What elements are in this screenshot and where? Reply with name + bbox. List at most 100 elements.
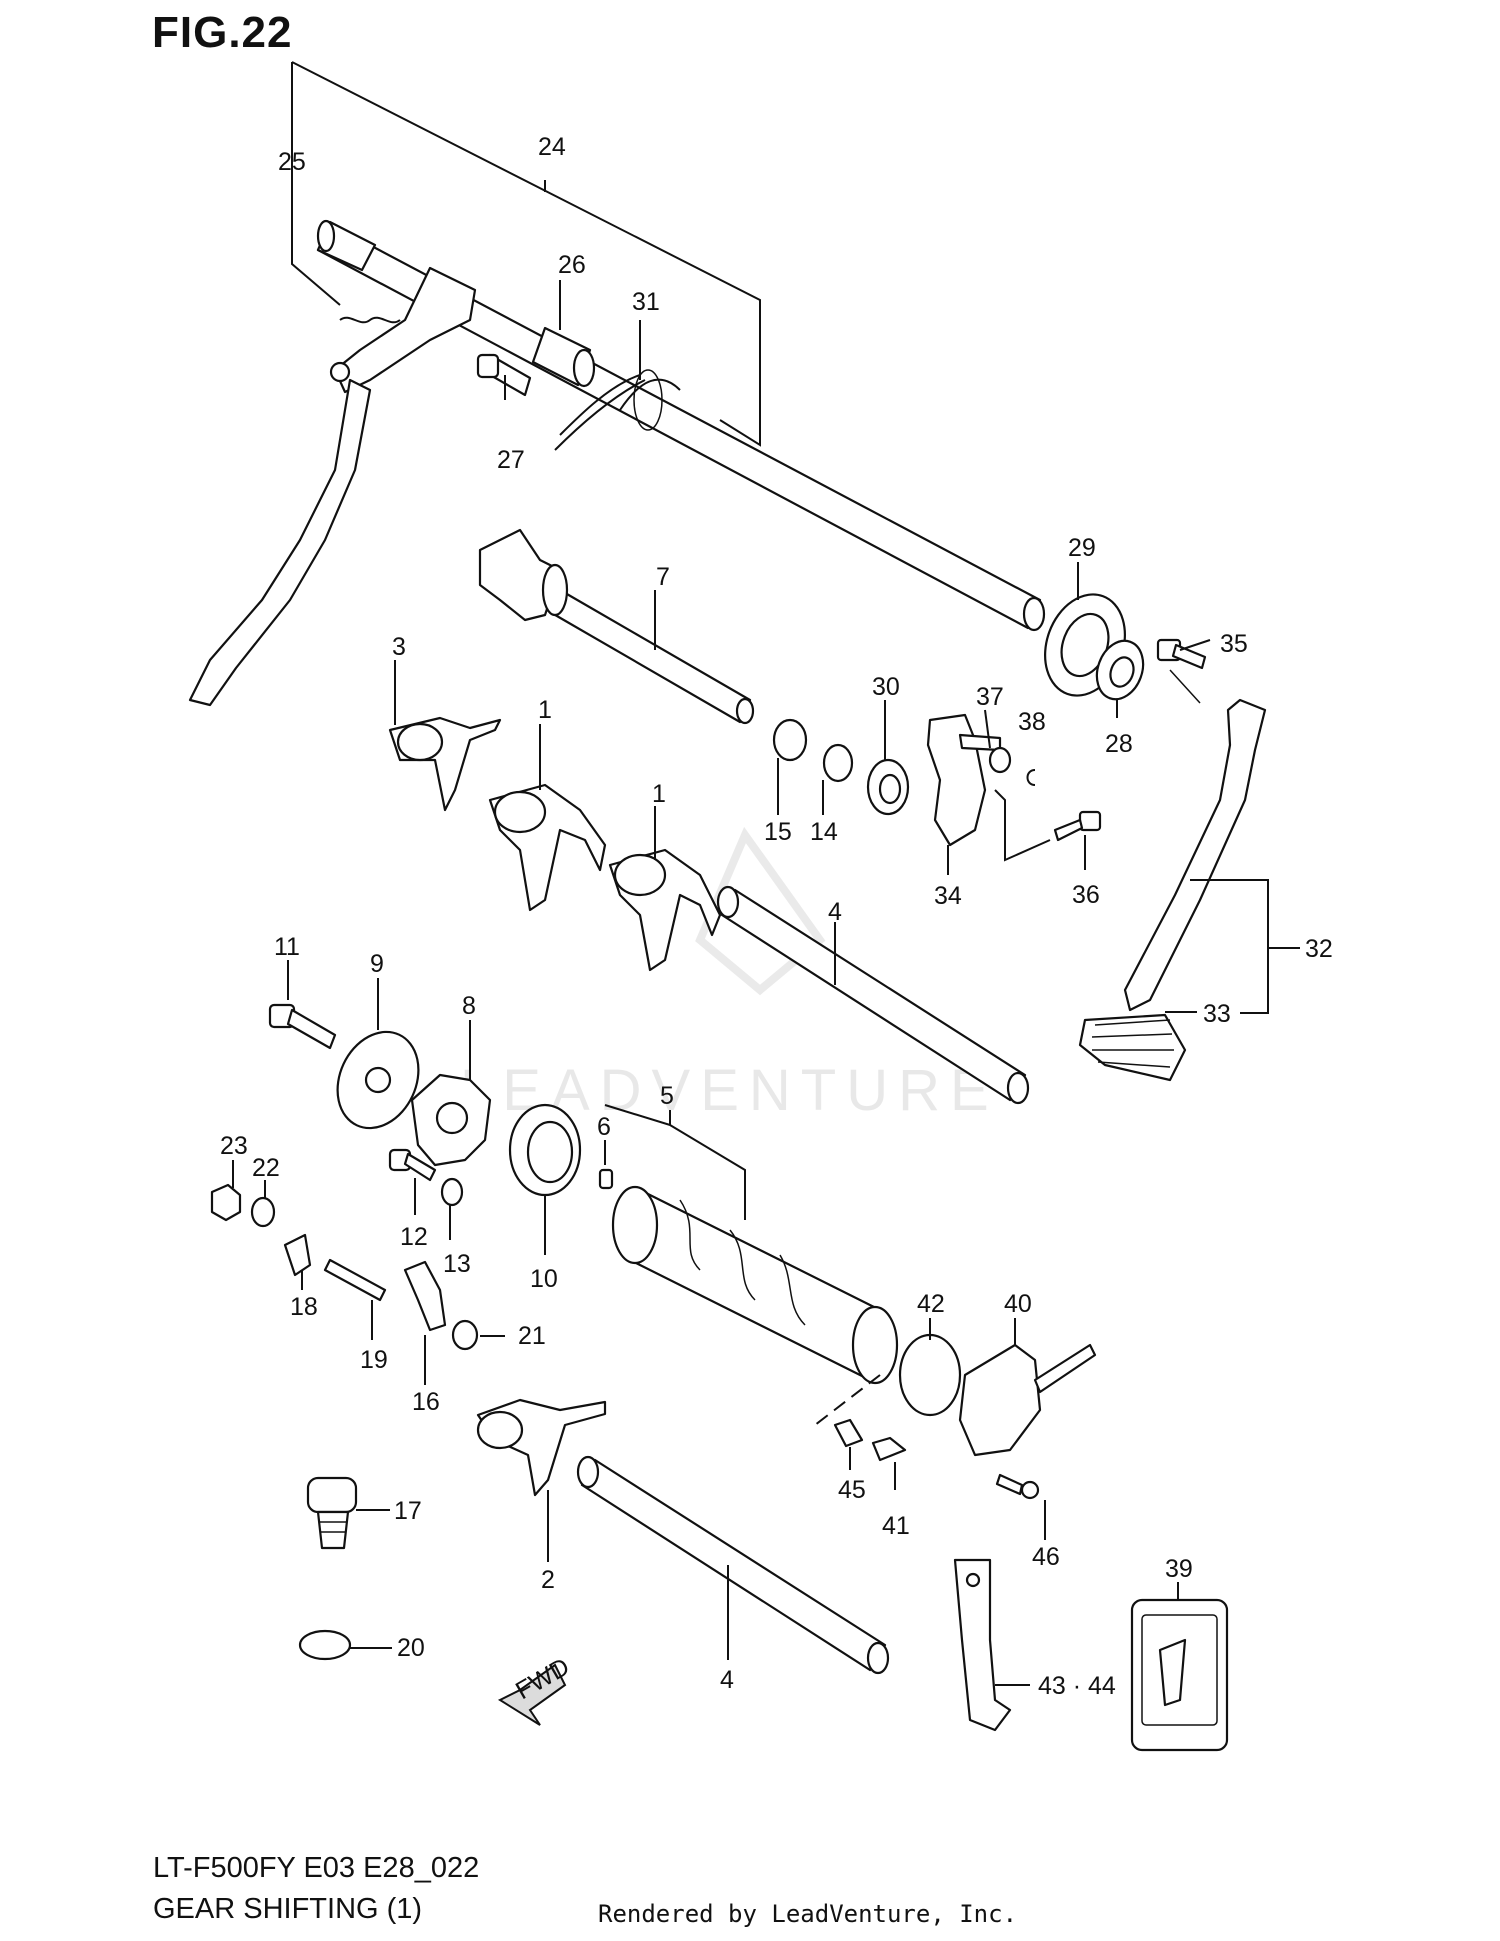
callout-7: 7 (656, 563, 670, 591)
screw-46 (995, 1473, 1040, 1500)
o-ring-42 (898, 1333, 962, 1417)
bearing-10 (508, 1103, 582, 1197)
oil-seal (1044, 593, 1126, 697)
callout-22: 22 (252, 1154, 280, 1182)
washer-21 (451, 1319, 479, 1351)
callout-9: 9 (370, 950, 384, 978)
leader-34-36 (994, 789, 1051, 862)
pin-6 (598, 1168, 614, 1190)
plug-17 (306, 1476, 358, 1550)
bolt-19 (323, 1258, 387, 1302)
bolt-35 (1156, 638, 1207, 670)
callout-16: 16 (412, 1388, 440, 1416)
callout-1b: 1 (652, 780, 666, 808)
fork-shaft-upper (716, 885, 1030, 1105)
callout-6: 6 (597, 1113, 611, 1141)
callout-4-lower: 4 (720, 1666, 734, 1694)
gearshift-lever (1078, 698, 1267, 1082)
callout-14: 14 (810, 818, 838, 846)
oil-seal-30 (866, 758, 910, 816)
callout-19: 19 (360, 1346, 388, 1374)
callout-39: 39 (1165, 1555, 1193, 1583)
spring-18 (283, 1233, 312, 1277)
fork-shaft-lower (576, 1455, 890, 1675)
callout-18: 18 (290, 1293, 318, 1321)
nut-23 (210, 1183, 242, 1222)
gearshift-cam-drum (611, 1185, 899, 1385)
callout-21: 21 (518, 1322, 546, 1350)
caution-label (1130, 1598, 1229, 1752)
bolt-12 (388, 1148, 437, 1182)
gear-position-switch (958, 1343, 1097, 1457)
washer-22 (250, 1196, 276, 1228)
clip-38 (1026, 769, 1036, 786)
callout-10: 10 (530, 1265, 558, 1293)
leader-35-lever (1169, 669, 1201, 704)
callout-13: 13 (443, 1250, 471, 1278)
callout-3: 3 (392, 633, 406, 661)
gearshift-cam-stopper (403, 1260, 447, 1332)
bolt-11 (268, 1003, 337, 1050)
contact-41 (871, 1436, 907, 1462)
figure-title: FIG.22 (152, 8, 293, 57)
callout-33: 33 (1203, 1000, 1231, 1028)
render-credit: Rendered by LeadVenture, Inc. (598, 1900, 1018, 1928)
callout-1a: 1 (538, 696, 552, 724)
callout-25: 25 (278, 148, 306, 176)
gearshift-arm-stopper (926, 713, 1002, 847)
callout-37: 37 (976, 683, 1004, 711)
spring-45 (833, 1418, 864, 1448)
callout-32: 32 (1305, 935, 1333, 963)
callout-labels: 25 24 26 31 27 7 29 35 28 3 1 30 37 38 1… (220, 133, 1333, 1700)
gearshift-cam-stopper-plate (410, 1073, 492, 1167)
washer-14 (822, 743, 854, 783)
callout-29: 29 (1068, 534, 1096, 562)
washer-13 (440, 1177, 464, 1207)
callout-36: 36 (1072, 881, 1100, 909)
shift-fork-2 (476, 1398, 607, 1497)
callout-11: 11 (274, 933, 300, 961)
gearshift-shaft-assembly (188, 219, 1046, 707)
shift-fork-1a (488, 783, 607, 912)
callout-20: 20 (397, 1634, 425, 1662)
callout-43-44: 43 · 44 (1038, 1672, 1116, 1700)
bolt-36 (1053, 810, 1102, 842)
callout-46: 46 (1032, 1543, 1060, 1571)
gasket-20 (298, 1629, 352, 1661)
callout-31: 31 (632, 288, 660, 316)
shift-shaft (478, 528, 755, 725)
callout-30: 30 (872, 673, 900, 701)
callout-4-upper: 4 (828, 898, 842, 926)
cam-drum-plate (336, 1030, 420, 1130)
callout-40: 40 (1004, 1290, 1032, 1318)
callout-23: 23 (220, 1132, 248, 1160)
dash-leader-switch (814, 1374, 881, 1426)
callout-17: 17 (394, 1497, 422, 1525)
callout-27: 27 (497, 446, 525, 474)
leader-lines (232, 61, 1300, 1686)
callout-35: 35 (1220, 630, 1248, 658)
washer-37 (988, 746, 1012, 774)
fwd-arrow: FWD (497, 1652, 574, 1726)
callout-26: 26 (558, 251, 586, 279)
bearing (1095, 639, 1145, 701)
callout-45: 45 (838, 1476, 866, 1504)
clamp (953, 1558, 1012, 1732)
callout-42: 42 (917, 1290, 945, 1318)
callout-28: 28 (1105, 730, 1133, 758)
callout-5: 5 (660, 1082, 674, 1110)
callout-38: 38 (1018, 708, 1046, 736)
model-code: LT-F500FY E03 E28_022 (153, 1852, 480, 1884)
callout-2: 2 (541, 1566, 555, 1594)
callout-12: 12 (400, 1223, 428, 1251)
diagram-subtitle: GEAR SHIFTING (1) (153, 1893, 423, 1925)
callout-41: 41 (882, 1512, 910, 1540)
shift-fork-1b (608, 848, 722, 972)
callout-8: 8 (462, 992, 476, 1020)
callout-15: 15 (764, 818, 792, 846)
shift-fork-3 (388, 716, 502, 812)
callout-34: 34 (934, 882, 962, 910)
callout-24: 24 (538, 133, 566, 161)
circlip (772, 718, 808, 762)
